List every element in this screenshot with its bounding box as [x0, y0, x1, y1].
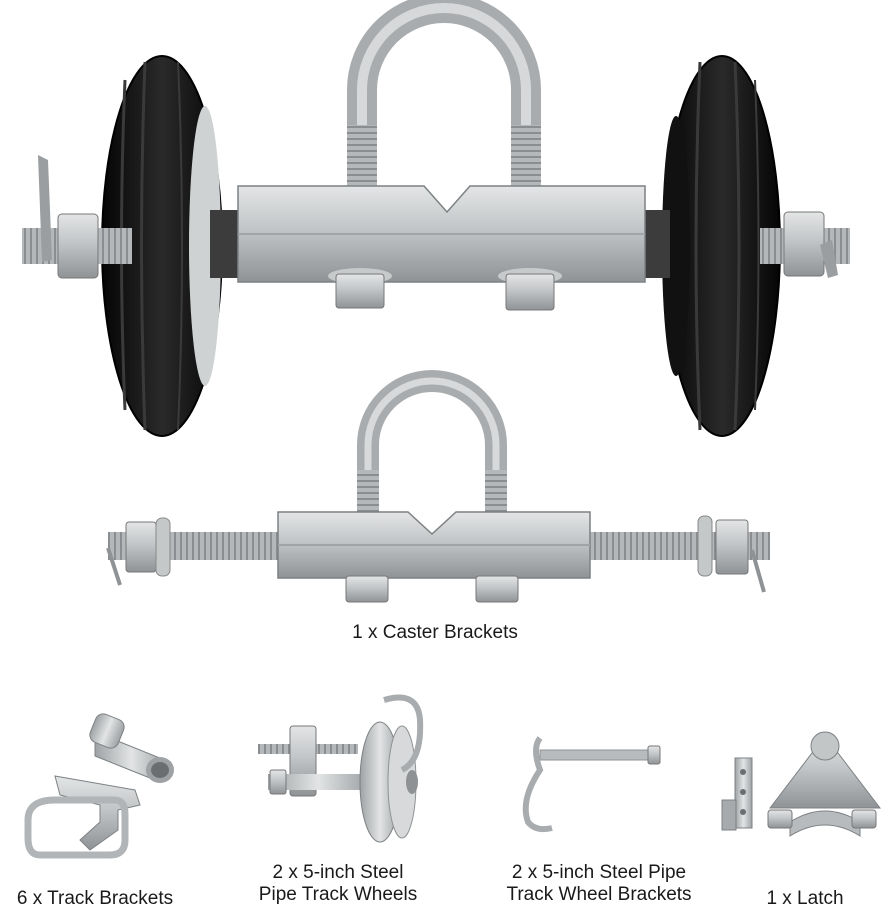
latch	[721, 731, 882, 837]
track-wheel-brackets-line2: Track Wheel Brackets	[506, 884, 692, 905]
caster-brackets-label: 1 x Caster Brackets	[270, 622, 600, 644]
track-wheels-line2: Pipe Track Wheels	[258, 884, 418, 905]
track-bracket	[24, 713, 174, 859]
track-wheels-label: 2 x 5-inch Steel Pipe Track Wheels	[238, 862, 438, 906]
pipe-track-wheel	[258, 694, 424, 843]
u-bolt-large	[347, 0, 541, 190]
right-wheel	[662, 55, 781, 437]
latch-label: 1 x Latch	[740, 888, 870, 910]
track-brackets-label: 6 x Track Brackets	[0, 888, 190, 910]
track-wheel-brackets-line1: 2 x 5-inch Steel Pipe	[511, 862, 687, 883]
track-wheel-bracket	[522, 736, 661, 833]
caster-assembly	[22, 0, 850, 437]
caster-bracket	[106, 370, 770, 603]
track-wheels-line1: 2 x 5-inch Steel	[272, 862, 404, 883]
track-wheel-brackets-label: 2 x 5-inch Steel Pipe Track Wheel Bracke…	[488, 862, 710, 906]
left-wheel	[101, 55, 223, 437]
caster-brackets-text: 1 x Caster Brackets	[352, 622, 518, 643]
track-brackets-text: 6 x Track Brackets	[16, 888, 174, 909]
latch-text: 1 x Latch	[766, 888, 844, 909]
